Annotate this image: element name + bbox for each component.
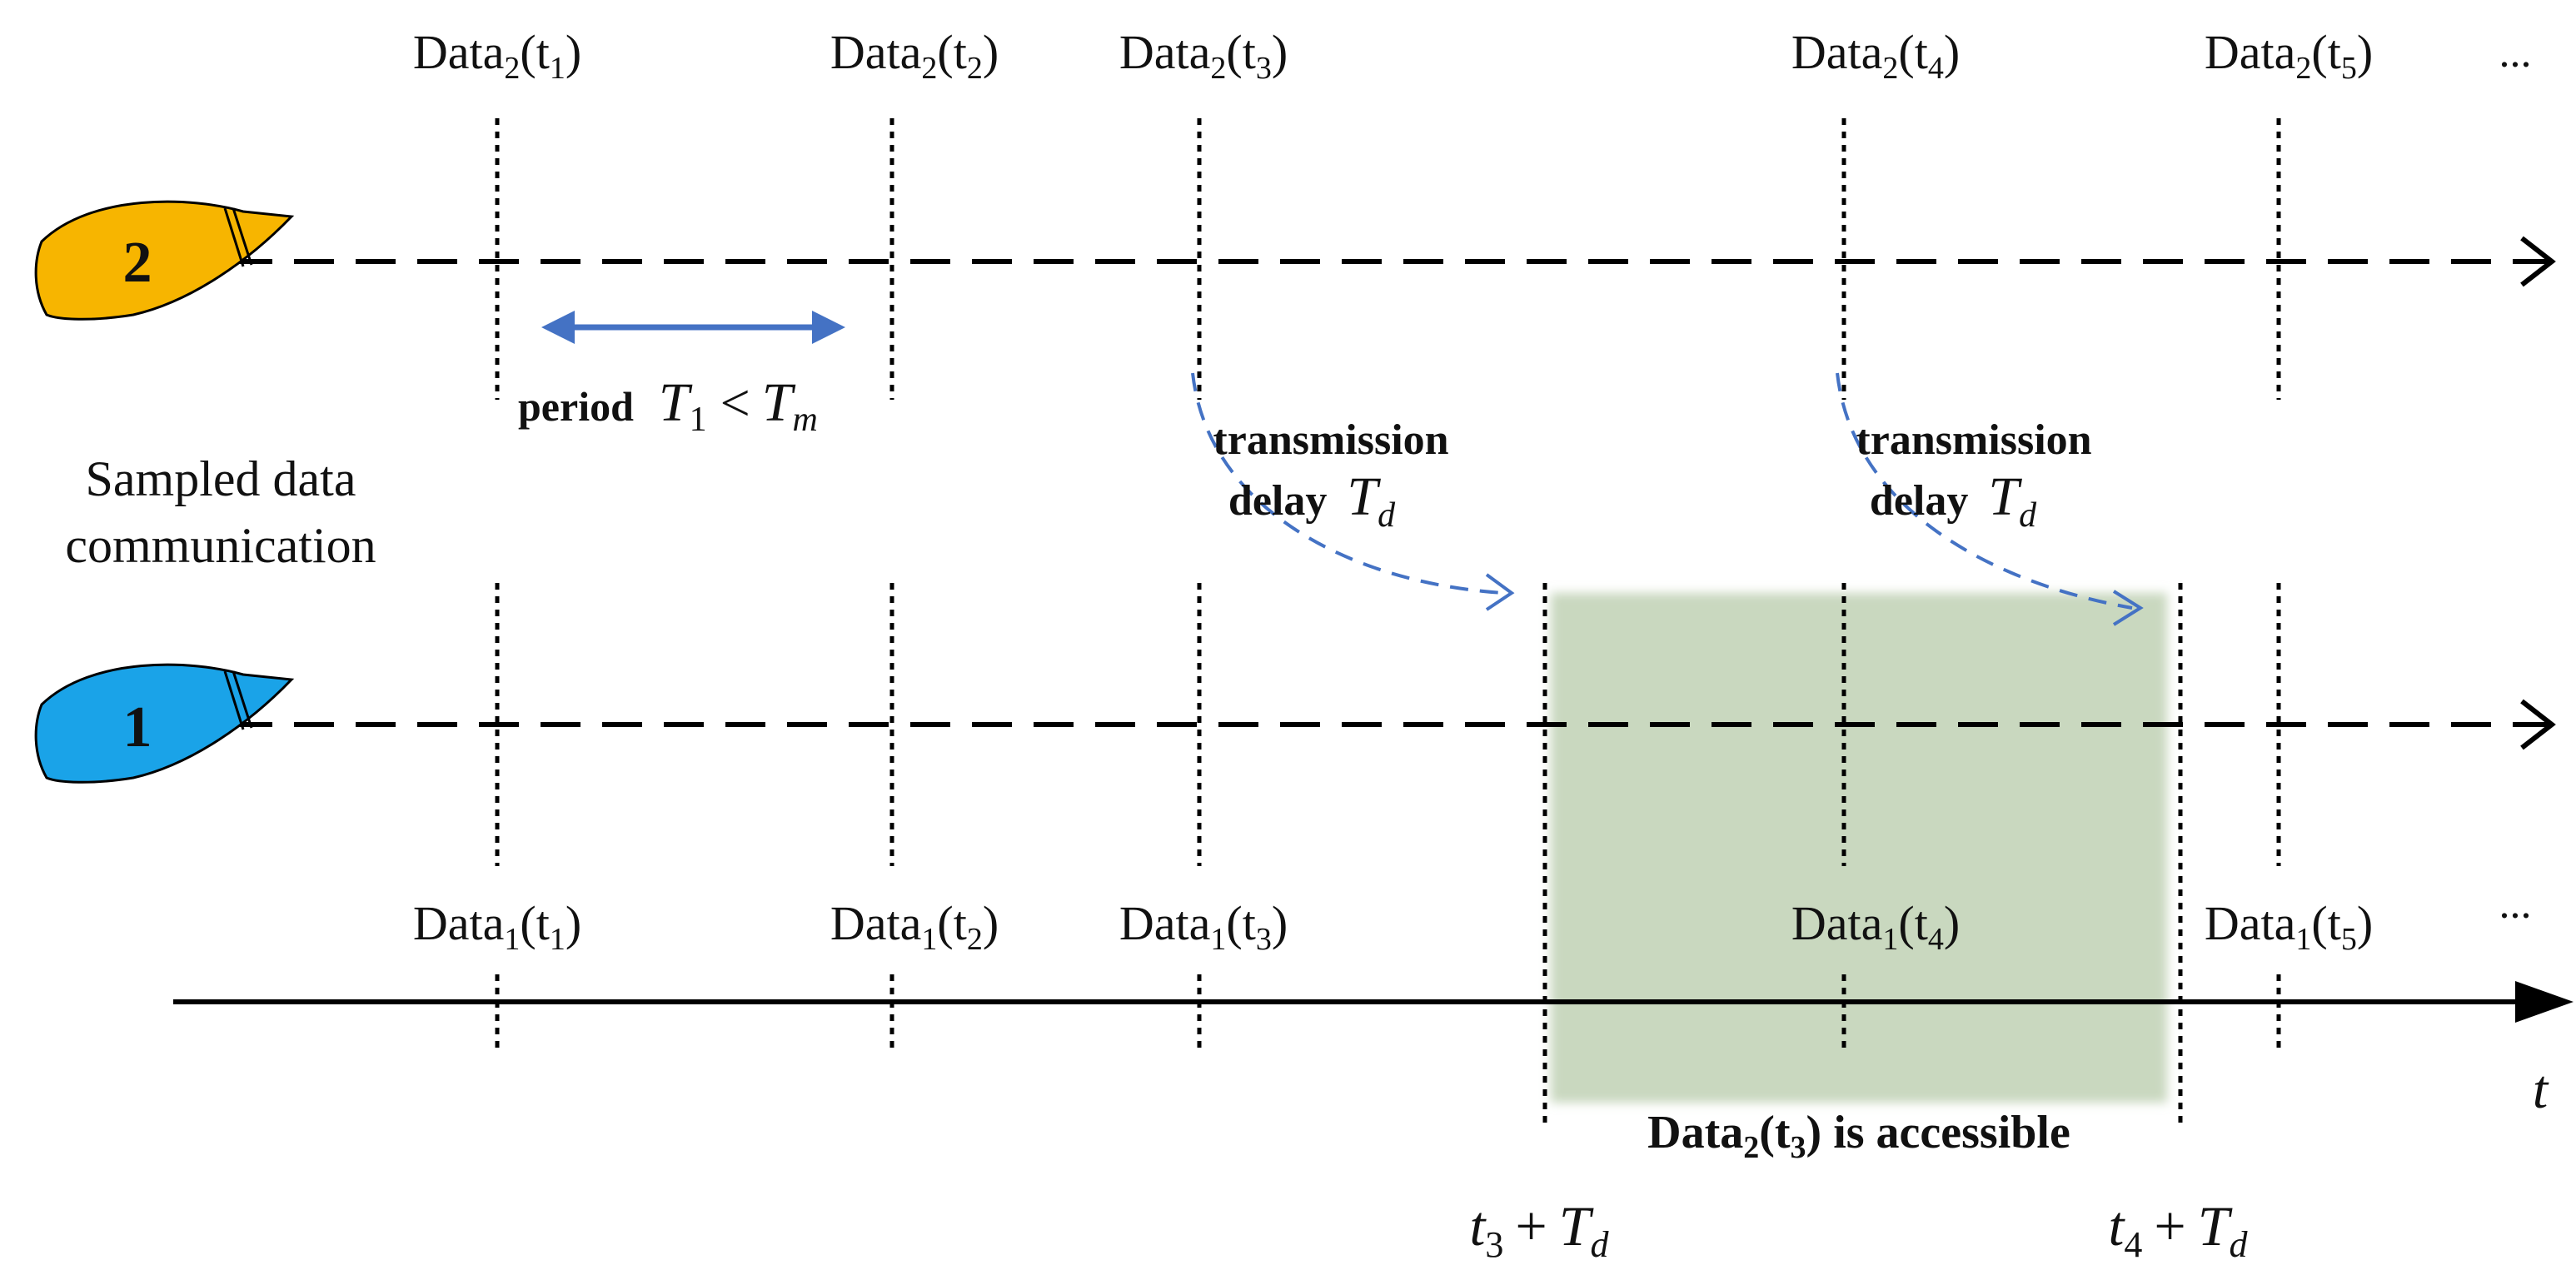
window-boundaries: [1542, 583, 2183, 1124]
upper-ellipsis: ...: [2499, 29, 2532, 77]
vessel-2-boat-icon: 2: [34, 200, 295, 321]
vessel-1-trajectory: [171, 699, 2556, 750]
left-label-line1: Sampled data: [86, 451, 356, 506]
lower-ellipsis: ...: [2499, 880, 2532, 928]
lower-sample-label: Data1(t1): [413, 896, 581, 957]
delay-arrow-2: [1836, 372, 2133, 610]
upper-sample-label: Data2(t2): [830, 25, 999, 86]
sampled-data-communication-label: Sampled data communication: [65, 451, 376, 573]
vessel-1-label: 1: [123, 695, 152, 760]
vessel-2-label: 2: [123, 231, 152, 295]
upper-sample-labels: Data2(t1) Data2(t2) Data2(t3) Data2(t4) …: [413, 25, 2532, 86]
lower-sample-label: Data1(t3): [1119, 896, 1288, 957]
period-arrow: [541, 311, 845, 344]
delay-arrow-1-head: [1485, 573, 1515, 611]
vessel-2-trajectory: [171, 236, 2556, 287]
upper-sample-label: Data2(t4): [1791, 25, 1960, 86]
time-axis: [173, 981, 2574, 1023]
time-mark-2: t4+Td: [2108, 1194, 2248, 1265]
upper-sample-label: Data2(t1): [413, 25, 581, 86]
lower-sample-labels: Data1(t1) Data1(t2) Data1(t3) Data1(t4) …: [413, 880, 2532, 957]
delay-arrow-2-head: [2112, 590, 2144, 626]
accessible-window: [1551, 593, 2167, 1103]
delay-label-1-line1: transmission: [1213, 416, 1448, 464]
upper-sample-label: Data2(t3): [1119, 25, 1288, 86]
lower-sample-label: Data1(t5): [2205, 896, 2373, 957]
delay-arrow-1: [1191, 372, 1504, 595]
vessel-2-hull: [34, 200, 295, 321]
vessel-1-hull: [34, 663, 295, 784]
lower-sample-label: Data1(t4): [1791, 896, 1960, 957]
time-axis-label: t: [2533, 1059, 2549, 1120]
accessible-label: Data2(t3) is accessible: [1647, 1107, 2070, 1165]
delay-label-2-line1: transmission: [1856, 416, 2091, 464]
left-label-line2: communication: [65, 518, 376, 573]
vessel-1-boat-icon: 1: [34, 663, 295, 784]
time-mark-1: t3+Td: [1469, 1194, 1609, 1265]
upper-sample-label: Data2(t5): [2205, 25, 2373, 86]
lower-sample-label: Data1(t2): [830, 896, 999, 957]
